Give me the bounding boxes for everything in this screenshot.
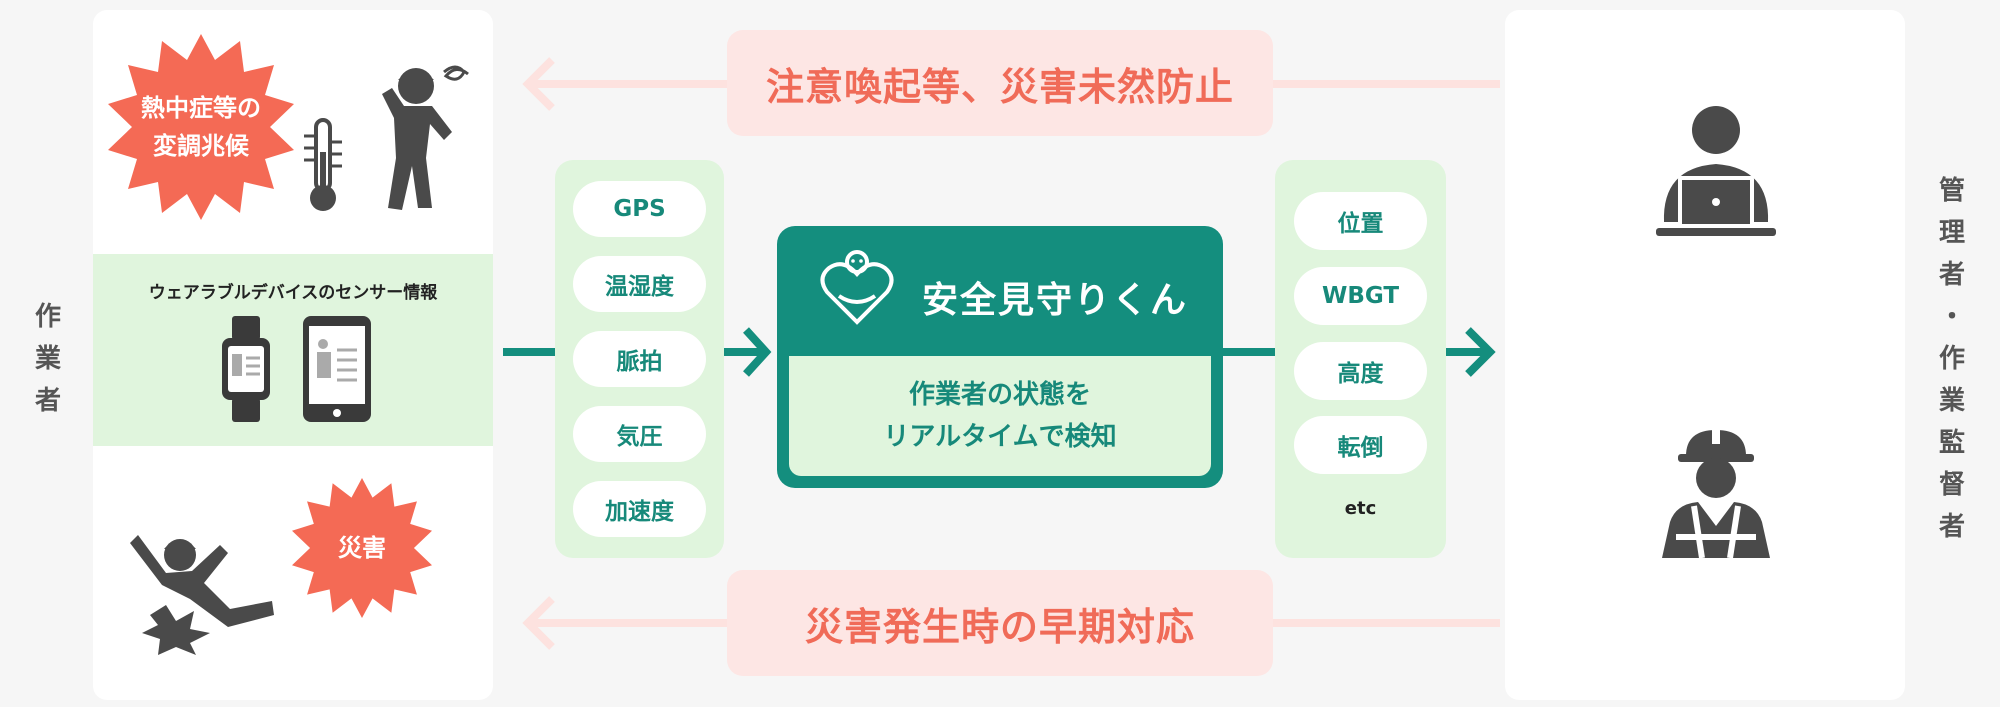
label-char: 督 xyxy=(1938,470,1965,500)
fallen-worker-icon xyxy=(130,535,274,655)
label-char: 業 xyxy=(34,344,61,374)
sensor-item-pressure: 気圧 xyxy=(573,406,706,462)
smartwatch-icon xyxy=(222,316,270,422)
desc-line: 作業者の状態を xyxy=(908,380,1091,410)
warning-burst-shape xyxy=(108,34,294,220)
output-item-wbgt: WBGT xyxy=(1294,267,1427,325)
burst-line: 変調兆候 xyxy=(153,132,249,160)
sensor-item-temp-humidity: 温湿度 xyxy=(573,256,706,312)
output-item-fall: 転倒 xyxy=(1294,416,1427,474)
system-description: 作業者の状態を リアルタイムで検知 xyxy=(789,374,1211,458)
system-box: 安全見守りくん 作業者の状態を リアルタイムで検知 xyxy=(777,226,1223,488)
bottom-message: 災害発生時の早期対応 xyxy=(727,570,1273,676)
label-char: 理 xyxy=(1938,218,1965,248)
manager-side-label: 管 理 者 ・ 作 業 監 督 者 xyxy=(1932,170,1972,548)
label-char: 者 xyxy=(1938,260,1965,290)
sensor-band xyxy=(93,254,493,446)
dizzy-worker-icon xyxy=(382,65,469,210)
supervisor-helmet-icon xyxy=(1662,428,1770,558)
burst-line: 熱中症等の xyxy=(141,94,261,122)
sensor-item-acceleration: 加速度 xyxy=(573,481,706,537)
smartphone-icon xyxy=(303,316,371,422)
system-title: 安全見守りくん xyxy=(922,280,1189,321)
system-description-panel: 作業者の状態を リアルタイムで検知 xyxy=(789,356,1211,476)
output-item-etc: etc xyxy=(1344,498,1377,519)
worker-side-label: 作 業 者 xyxy=(28,296,68,422)
label-char: 者 xyxy=(34,386,61,416)
top-message: 注意喚起等、災害未然防止 xyxy=(727,30,1273,136)
desc-line: リアルタイムで検知 xyxy=(883,422,1117,452)
label-char: 作 xyxy=(34,302,61,332)
mascot-heart-icon xyxy=(820,250,894,325)
label-char: 監 xyxy=(1938,428,1965,458)
teal-flow-connectors xyxy=(503,327,1496,377)
label-char: 者 xyxy=(1938,512,1965,542)
thermometer-icon xyxy=(304,118,342,211)
sensor-title: ウェアラブルデバイスのセンサー情報 xyxy=(148,283,438,303)
sensor-item-pulse: 脈拍 xyxy=(573,331,706,387)
disaster-burst-text: 災害 xyxy=(338,534,386,562)
label-char: 作 xyxy=(1938,344,1965,374)
label-char: ・ xyxy=(1938,302,1965,332)
label-char: 管 xyxy=(1938,176,1965,206)
output-item-altitude: 高度 xyxy=(1294,342,1427,400)
disaster-burst-shape xyxy=(292,478,432,618)
output-item-position: 位置 xyxy=(1294,192,1427,250)
label-char: 業 xyxy=(1938,386,1965,416)
manager-laptop-icon xyxy=(1656,106,1776,236)
sensor-item-gps: GPS xyxy=(573,181,706,237)
warning-burst-text: 熱中症等の 変調兆候 xyxy=(108,89,294,165)
